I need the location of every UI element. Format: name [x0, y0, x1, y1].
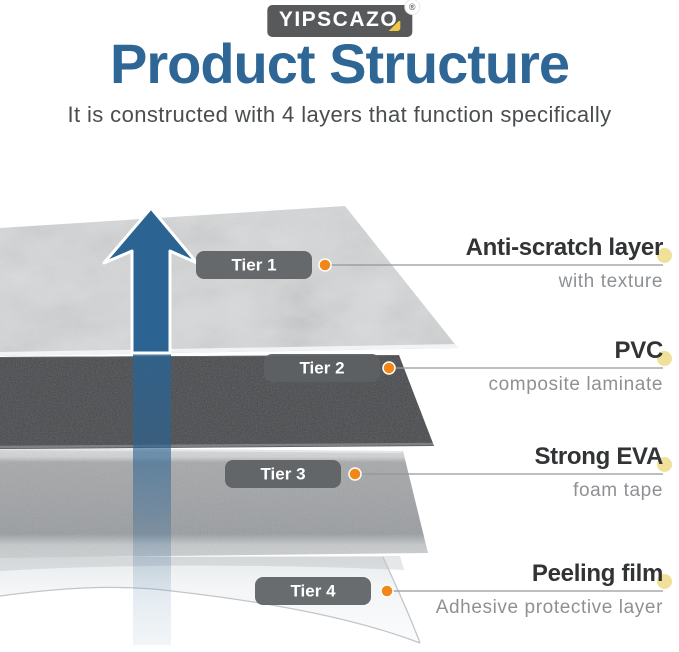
tier-1-dot-icon: [318, 258, 332, 272]
connector-lines: [331, 264, 663, 592]
page-peel-icon: [388, 21, 401, 31]
tier-3-dot-icon: [348, 467, 362, 481]
tier-4-badge: [255, 577, 371, 605]
arrow-up-icon: [102, 206, 199, 355]
tier-4-badge-label: Tier 4: [290, 582, 336, 601]
arrow-shaft: [133, 354, 171, 645]
layers-diagram-svg: Tier 1 Tier 2 Tier 3 Tier 4: [0, 206, 663, 645]
pvc-layer: [0, 355, 434, 449]
logo-text: YIPSCAZO: [278, 8, 399, 31]
tier-2-badge-label: Tier 2: [299, 359, 344, 378]
tier-badges: Tier 1 Tier 2 Tier 3 Tier 4: [196, 251, 380, 605]
tier-2-dot-icon: [382, 361, 396, 375]
layers-diagram: Tier 1 Tier 2 Tier 3 Tier 4: [0, 140, 679, 652]
tier-1-badge: [196, 251, 312, 279]
tier-4-dot-icon: [380, 584, 394, 598]
registered-mark: ®: [405, 0, 420, 14]
tier-2-badge: [264, 354, 380, 382]
tier-3-badge: [225, 460, 341, 488]
marble-layer: [0, 206, 458, 356]
logo-badge: YIPSCAZO ®: [266, 0, 420, 37]
page-title: Product Structure: [109, 32, 570, 95]
tier-1-badge-label: Tier 1: [231, 256, 276, 275]
eva-layer: [0, 448, 428, 558]
page-subtitle: It is constructed with 4 layers that fun…: [67, 102, 612, 127]
connector-dots: [318, 258, 396, 598]
tier-3-badge-label: Tier 3: [260, 465, 305, 484]
